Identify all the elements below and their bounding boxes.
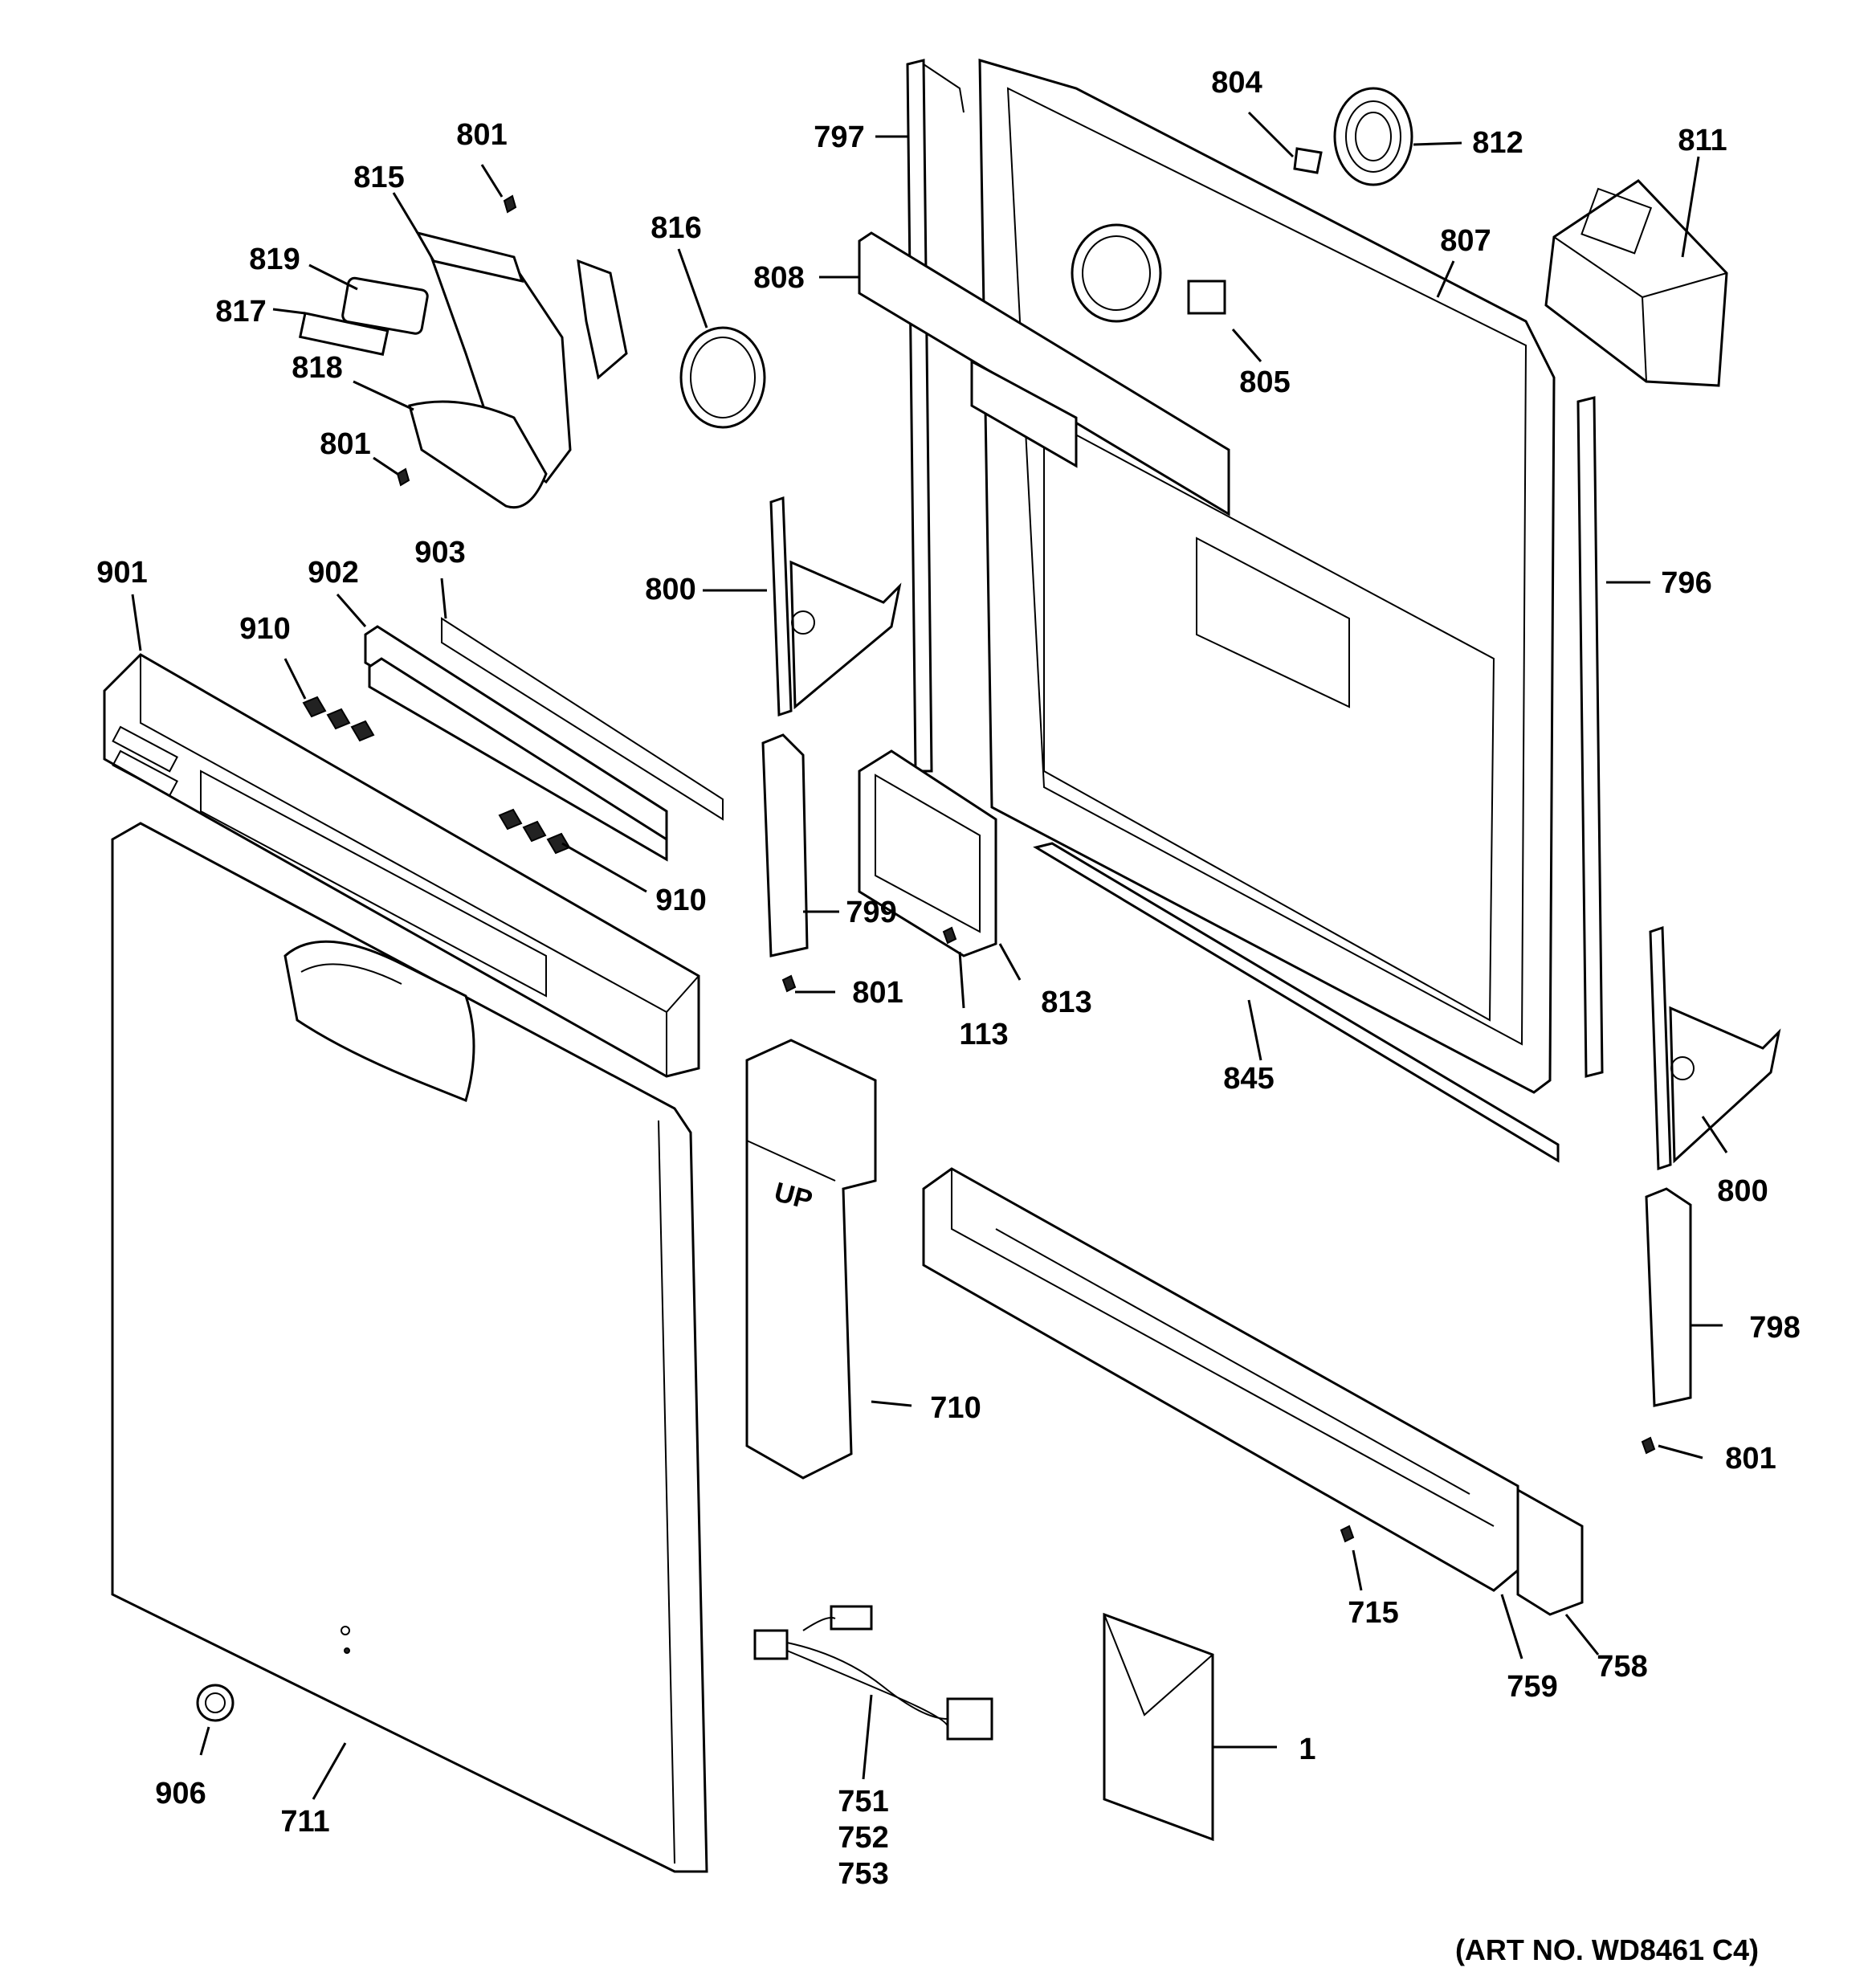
- label-901: 901: [96, 556, 147, 590]
- label-817: 817: [215, 295, 266, 329]
- label-715: 715: [1348, 1596, 1398, 1630]
- screws: [781, 926, 1656, 1543]
- label-798: 798: [1749, 1311, 1800, 1345]
- bracket-799: [761, 733, 809, 957]
- label-819: 819: [249, 243, 300, 276]
- badge-906: [196, 1684, 235, 1722]
- literature-envelope: [1103, 1612, 1214, 1842]
- label-805: 805: [1239, 365, 1290, 399]
- label-845: 845: [1223, 1062, 1274, 1096]
- buttons-910: [302, 696, 571, 855]
- insulation-710: [745, 1039, 877, 1480]
- label-800: 800: [1717, 1174, 1768, 1208]
- label-752: 752: [838, 1821, 888, 1855]
- label-710: 710: [930, 1391, 981, 1425]
- outer-door-panel: [111, 822, 708, 1873]
- wire-harness: [753, 1605, 993, 1741]
- label-910: 910: [239, 612, 290, 646]
- label-804: 804: [1211, 66, 1262, 100]
- label-711: 711: [280, 1805, 329, 1839]
- inner-door: [978, 58, 1556, 1094]
- label-799: 799: [846, 896, 896, 929]
- hinge-right: [1649, 925, 1781, 1171]
- label-759: 759: [1507, 1670, 1557, 1704]
- side-rails: [906, 59, 1604, 1078]
- label-797: 797: [814, 120, 864, 154]
- vent-assembly: [298, 194, 766, 508]
- label-1: 1: [1299, 1733, 1315, 1766]
- label-902: 902: [308, 556, 358, 590]
- label-800: 800: [645, 573, 695, 606]
- label-812: 812: [1472, 126, 1523, 160]
- gasket-813: [858, 749, 997, 957]
- control-board: [364, 617, 724, 862]
- leader-lines: [131, 111, 1728, 1800]
- label-753: 753: [838, 1857, 888, 1891]
- kickplate-759: [922, 1167, 1519, 1592]
- control-panel: [103, 653, 700, 1078]
- label-816: 816: [651, 211, 701, 245]
- label-758: 758: [1597, 1650, 1647, 1684]
- kickplate-758: [1516, 1488, 1584, 1616]
- label-818: 818: [292, 351, 342, 385]
- label-807: 807: [1440, 224, 1491, 258]
- label-796: 796: [1661, 566, 1711, 600]
- label-801: 801: [456, 118, 507, 152]
- dispenser-module: [1544, 179, 1728, 387]
- label-910: 910: [655, 884, 706, 917]
- art-number: (ART NO. WD8461 C4): [1455, 1933, 1759, 1966]
- label-801: 801: [852, 976, 903, 1010]
- bracket-808: [858, 231, 1230, 516]
- label-113: 113: [959, 1018, 1008, 1051]
- bracket-798: [1645, 1187, 1692, 1407]
- label-811: 811: [1678, 124, 1727, 157]
- label-903: 903: [414, 536, 465, 569]
- label-813: 813: [1041, 986, 1091, 1019]
- label-801: 801: [1725, 1442, 1776, 1476]
- strip-845: [1033, 842, 1560, 1163]
- label-906: 906: [155, 1777, 206, 1810]
- label-808: 808: [753, 261, 804, 295]
- part-labels: 801 815 819 817 818 801 816 797 804 812 …: [96, 66, 1800, 1966]
- label-801: 801: [320, 427, 370, 461]
- label-815: 815: [353, 161, 404, 194]
- hinge-left: [769, 496, 902, 717]
- label-751: 751: [838, 1785, 888, 1819]
- rinse-cap: [1333, 87, 1413, 186]
